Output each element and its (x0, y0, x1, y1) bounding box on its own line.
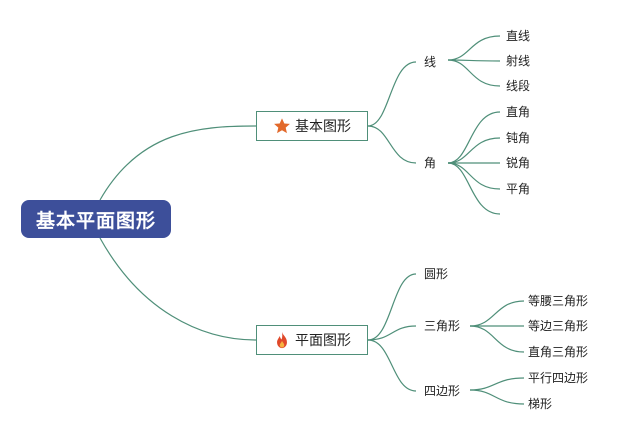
node-circle[interactable]: 圆形 (424, 267, 449, 281)
node-straight-line[interactable]: 直线 (506, 29, 531, 43)
connector-plane-triangle (367, 325, 417, 341)
connector-basic-angle (367, 125, 417, 164)
connector-quad-1 (469, 377, 525, 391)
connector-plane-circle (367, 273, 417, 341)
branch-basic-shapes-label: 基本图形 (295, 119, 351, 135)
node-angle[interactable]: 角 (424, 156, 437, 170)
connector-angle-2 (447, 137, 501, 164)
connector-root-basic (99, 125, 257, 201)
connector-angle-4 (447, 162, 501, 190)
connector-line-3 (447, 59, 501, 87)
branch-plane-shapes[interactable]: 平面图形 (256, 325, 368, 355)
connector-angle-1 (447, 111, 501, 164)
branch-plane-shapes-label: 平面图形 (295, 333, 351, 349)
connector-triangle-3 (469, 325, 525, 353)
node-triangle[interactable]: 三角形 (424, 319, 461, 333)
node-right-triangle[interactable]: 直角三角形 (528, 345, 589, 359)
connector-basic-line (367, 61, 417, 127)
node-line[interactable]: 线 (424, 55, 437, 69)
node-acute-angle[interactable]: 锐角 (506, 156, 531, 170)
connector-root-plane (99, 237, 257, 341)
node-ray[interactable]: 射线 (506, 54, 531, 68)
fire-icon (277, 331, 287, 349)
node-parallelogram[interactable]: 平行四边形 (528, 371, 589, 385)
star-icon (274, 118, 290, 134)
connector-angle-5 (447, 162, 501, 215)
connector-plane-quad (367, 339, 417, 392)
node-equilateral-triangle[interactable]: 等边三角形 (528, 319, 589, 333)
node-straight-angle[interactable]: 平角 (506, 182, 531, 196)
node-right-angle[interactable]: 直角 (506, 105, 531, 119)
node-obtuse-angle[interactable]: 钝角 (506, 131, 531, 145)
branch-basic-shapes[interactable]: 基本图形 (256, 111, 368, 141)
connector-quad-2 (469, 389, 525, 405)
connector-triangle-1 (469, 300, 525, 327)
node-segment[interactable]: 线段 (506, 79, 531, 93)
node-quadrilateral[interactable]: 四边形 (424, 384, 461, 398)
node-isosceles-triangle[interactable]: 等腰三角形 (528, 294, 589, 308)
root-node[interactable]: 基本平面图形 (21, 200, 171, 238)
connector-line-1 (447, 35, 501, 61)
node-trapezoid[interactable]: 梯形 (528, 397, 553, 411)
